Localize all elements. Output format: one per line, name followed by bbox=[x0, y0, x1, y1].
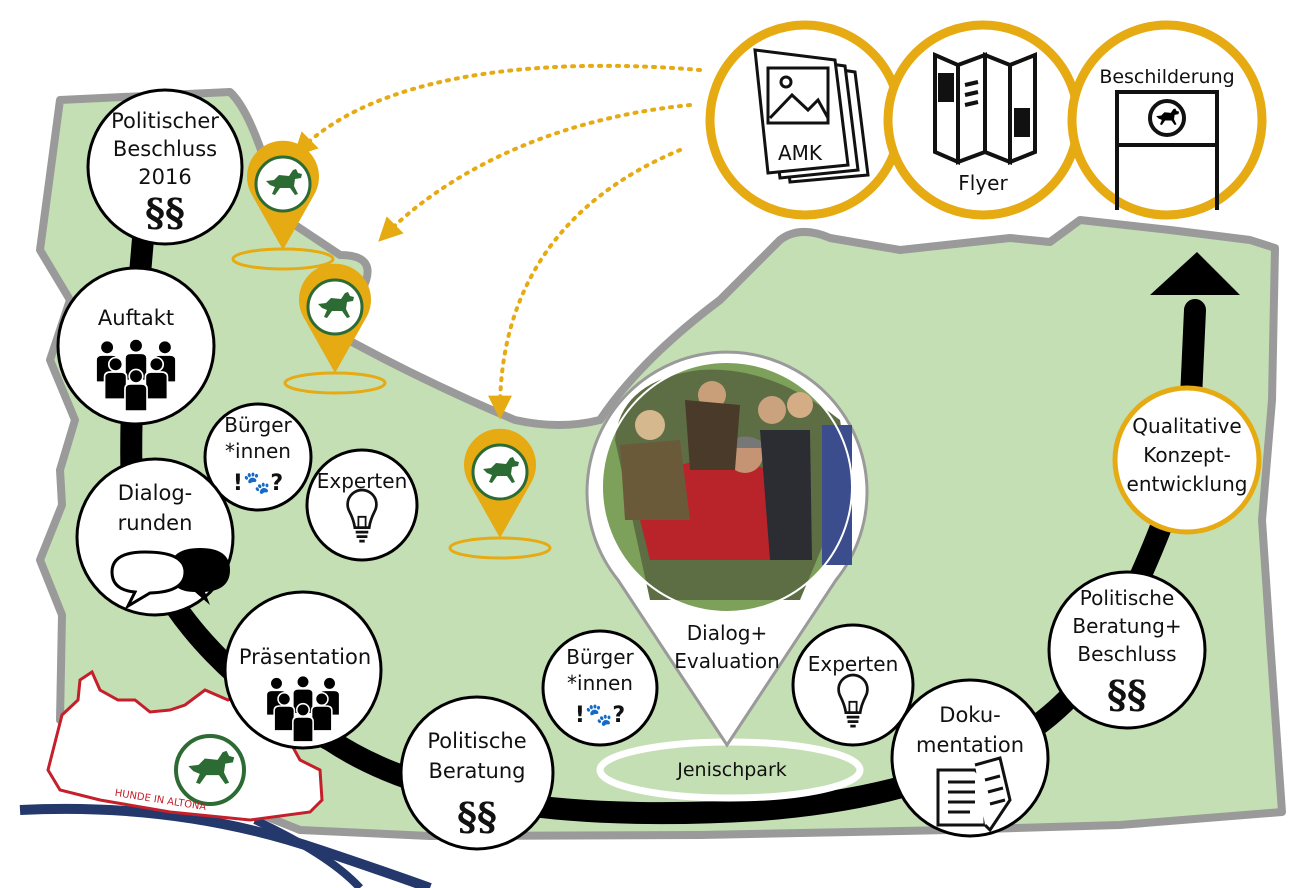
step-political-advice: Politische Beratung §§ bbox=[399, 695, 555, 851]
step-experts-right: Experten bbox=[791, 623, 915, 747]
step-political-advice-decision: Politische Beratung+ Beschluss §§ bbox=[1047, 570, 1207, 730]
step-concept-development: Qualitative Konzept- entwicklung bbox=[1112, 385, 1262, 535]
signpost-icon bbox=[1115, 90, 1219, 210]
svg-text:Präsentation: Präsentation bbox=[239, 645, 371, 669]
svg-text:Beratung+: Beratung+ bbox=[1072, 614, 1181, 638]
svg-text:Bürger: Bürger bbox=[566, 645, 634, 669]
paragraph-symbol: §§ bbox=[1107, 672, 1147, 717]
svg-text:Politischer: Politischer bbox=[111, 109, 219, 133]
step-dialog-rounds: Dialog- runden bbox=[75, 457, 235, 617]
river-branch bbox=[253, 816, 363, 888]
svg-text:2016: 2016 bbox=[138, 165, 191, 189]
svg-text:runden: runden bbox=[118, 511, 193, 535]
svg-text:Doku-: Doku- bbox=[939, 703, 1000, 727]
dotted-arrow-2 bbox=[378, 103, 692, 242]
step-experts-left: Experten bbox=[305, 448, 419, 562]
media-signage: Beschilderung bbox=[1067, 20, 1267, 220]
svg-text:Experten: Experten bbox=[808, 652, 899, 676]
svg-text:Beschluss: Beschluss bbox=[113, 137, 217, 161]
svg-text:Konzept-: Konzept- bbox=[1143, 443, 1231, 467]
svg-text:Bürger: Bürger bbox=[224, 413, 292, 437]
svg-text:Auftakt: Auftakt bbox=[98, 306, 174, 330]
dotted-arrow-1 bbox=[293, 63, 702, 157]
amk-label: AMK bbox=[778, 141, 823, 165]
step-political-decision: Politischer Beschluss 2016 §§ bbox=[86, 88, 244, 246]
step-documentation: Doku- mentation bbox=[890, 678, 1050, 838]
dotted-arrow-3 bbox=[488, 148, 682, 420]
svg-text:entwicklung: entwicklung bbox=[1127, 472, 1248, 496]
signage-label: Beschilderung bbox=[1099, 66, 1234, 88]
step-kickoff: Auftakt bbox=[56, 266, 216, 426]
flyer-label: Flyer bbox=[958, 171, 1008, 195]
map-pin-3 bbox=[448, 428, 552, 560]
svg-text:Politische: Politische bbox=[427, 729, 526, 753]
svg-text:Qualitative: Qualitative bbox=[1132, 414, 1241, 438]
citizen-symbol: !🐾? bbox=[575, 703, 625, 728]
speech-bubbles-icon bbox=[110, 548, 230, 610]
brochure-icon bbox=[753, 48, 870, 184]
dialog-evaluation-line1: Dialog+ bbox=[687, 621, 767, 645]
group-photo bbox=[601, 361, 853, 613]
step-presentation: Präsentation bbox=[223, 590, 383, 750]
paragraph-symbol: §§ bbox=[457, 794, 497, 839]
svg-text:Beschluss: Beschluss bbox=[1077, 642, 1176, 666]
map-pin-2 bbox=[283, 263, 387, 395]
jenischpark-label: Jenischpark bbox=[676, 759, 787, 781]
paragraph-symbol: §§ bbox=[145, 190, 185, 235]
step-citizens-left: Bürger *innen !🐾? bbox=[203, 402, 313, 512]
flyer-icon bbox=[933, 51, 1037, 166]
step-citizens-right: Bürger *innen !🐾? bbox=[541, 629, 659, 747]
media-amk: AMK bbox=[705, 20, 905, 220]
svg-text:Beratung: Beratung bbox=[428, 759, 525, 783]
svg-text:Politische: Politische bbox=[1080, 586, 1175, 610]
svg-text:mentation: mentation bbox=[916, 733, 1024, 757]
map-pin-1 bbox=[231, 140, 335, 271]
citizen-symbol: !🐾? bbox=[233, 471, 283, 496]
river bbox=[19, 803, 432, 888]
svg-text:Dialog-: Dialog- bbox=[118, 481, 192, 505]
dialog-evaluation-pin: Dialog+ Evaluation Jenischpark bbox=[585, 350, 869, 802]
svg-text:*innen: *innen bbox=[567, 671, 633, 695]
dialog-evaluation-line2: Evaluation bbox=[674, 649, 780, 673]
arrow-head bbox=[1150, 252, 1240, 295]
documents-icon bbox=[936, 756, 1012, 833]
media-flyer: Flyer bbox=[883, 20, 1083, 220]
svg-text:*innen: *innen bbox=[225, 439, 291, 463]
